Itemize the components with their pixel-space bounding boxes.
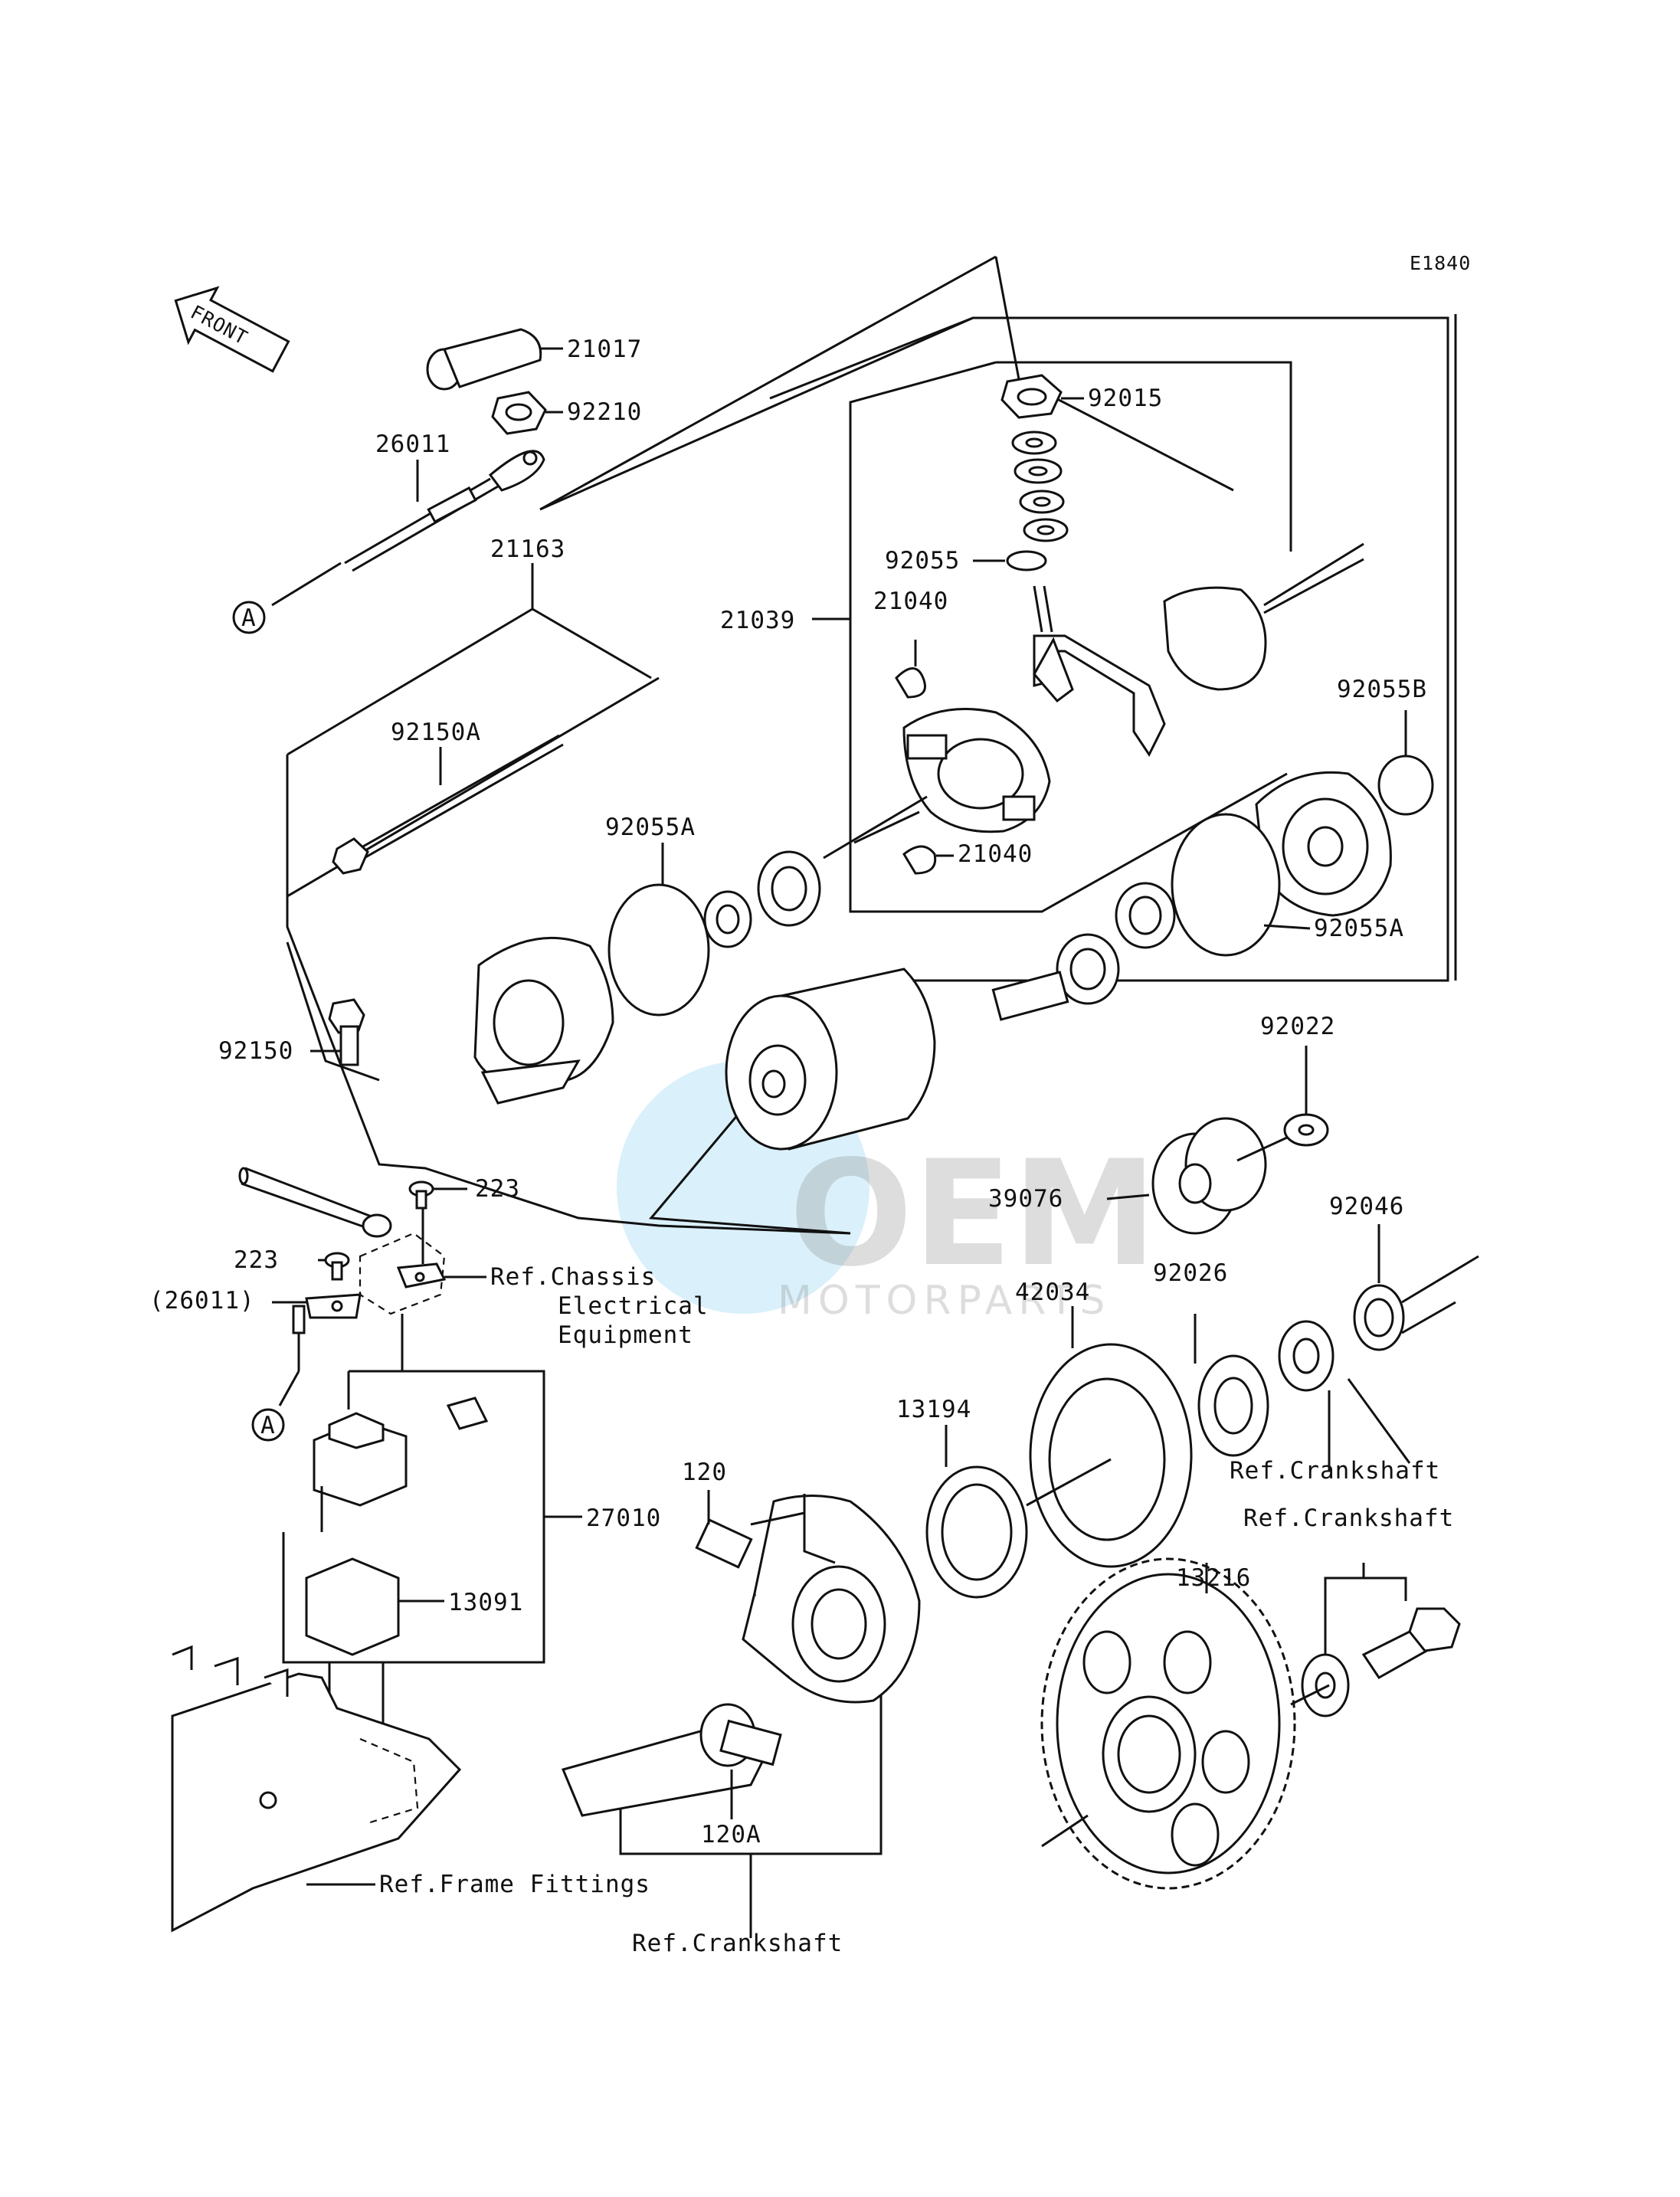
oring-92055B xyxy=(1377,755,1434,816)
callout-labels: 21017 92210 26011 21163 92015 92055 2103… xyxy=(149,336,1427,1848)
one-way-clutch-13194 xyxy=(925,1425,1112,1599)
screw-223-top xyxy=(408,1180,467,1264)
label-92022: 92022 xyxy=(1260,1013,1335,1040)
frame-bracket xyxy=(171,1645,462,1933)
connector-a-label: A xyxy=(241,604,257,632)
clutch-housing-42034 xyxy=(1029,1306,1193,1568)
crank-bolt-washer xyxy=(1290,1563,1461,1717)
front-cover xyxy=(473,936,614,1105)
connector-a-label-2: A xyxy=(260,1412,276,1439)
gear-13216 xyxy=(1040,1557,1296,1890)
chassis-harness xyxy=(238,1167,486,1410)
bolt-92150A xyxy=(332,734,564,875)
starter-motor xyxy=(725,968,1069,1151)
label-92055B: 92055B xyxy=(1337,676,1427,703)
oring-92055A-right xyxy=(1171,813,1281,957)
label-120A: 120A xyxy=(701,1821,761,1848)
label-13091: 13091 xyxy=(448,1589,523,1616)
bolt-120 xyxy=(695,1490,836,1569)
spring-21040-bottom xyxy=(902,845,954,875)
brush-holder xyxy=(853,708,1051,844)
nut-92015-stack xyxy=(973,374,1084,571)
bearing-left xyxy=(703,795,928,948)
rear-cover xyxy=(1255,771,1392,917)
idler-gear-39076 xyxy=(1106,1117,1288,1235)
label-13216: 13216 xyxy=(1176,1564,1251,1592)
label-26011-ref: (26011) xyxy=(149,1287,255,1315)
clutch-body xyxy=(742,1495,921,1704)
screw-223-bottom xyxy=(318,1252,350,1281)
bolt-92150 xyxy=(310,998,365,1066)
ref-crankshaft-upper: Ref.Crankshaft xyxy=(1230,1457,1440,1485)
spacer xyxy=(1278,1320,1411,1471)
label-92055A-right: 92055A xyxy=(1314,915,1404,942)
label-92015: 92015 xyxy=(1088,385,1163,412)
label-120: 120 xyxy=(682,1459,727,1486)
label-223-bottom: 223 xyxy=(234,1246,279,1274)
oring-92055A-left xyxy=(607,883,710,1017)
label-39076: 39076 xyxy=(988,1185,1063,1213)
label-13194: 13194 xyxy=(896,1396,971,1423)
label-21017: 21017 xyxy=(567,336,642,363)
ref-chassis-1: Ref.Chassis xyxy=(490,1263,656,1291)
ref-frame-fittings: Ref.Frame Fittings xyxy=(379,1871,650,1898)
bearing-right xyxy=(1056,882,1176,1005)
connector-a-icon-2 xyxy=(251,1408,285,1442)
label-92046: 92046 xyxy=(1329,1193,1404,1220)
nut-92210 xyxy=(491,391,563,435)
label-92055A-left: 92055A xyxy=(605,814,696,841)
connector-a-icon xyxy=(232,601,266,634)
label-42034: 42034 xyxy=(1015,1279,1090,1306)
terminal-26011b: A xyxy=(251,1293,362,1442)
spring-21040-top xyxy=(895,640,926,699)
end-cover xyxy=(1163,542,1364,691)
cap-21017 xyxy=(426,328,563,391)
reference-labels: Ref.Chassis Electrical Equipment Ref.Cra… xyxy=(379,1263,1454,1957)
ref-crankshaft-right: Ref.Crankshaft xyxy=(1243,1505,1454,1532)
label-92150A: 92150A xyxy=(391,719,481,746)
label-21040-bottom: 21040 xyxy=(958,840,1033,868)
diagram-code: E1840 xyxy=(1410,252,1471,274)
watermark-brand: OEM xyxy=(789,1129,1157,1298)
bolt-120A xyxy=(719,1719,782,1819)
label-92055: 92055 xyxy=(885,547,960,575)
label-92210: 92210 xyxy=(567,398,642,426)
label-21163: 21163 xyxy=(490,535,565,563)
frame-lines xyxy=(282,255,1457,1938)
label-26011: 26011 xyxy=(375,431,450,458)
label-223-top: 223 xyxy=(475,1175,520,1203)
starter-relay-27010 xyxy=(313,1396,489,1532)
front-arrow-icon: FRONT xyxy=(174,286,290,373)
ref-crankshaft-bottom: Ref.Crankshaft xyxy=(632,1930,843,1957)
ref-chassis-2: Electrical xyxy=(558,1292,709,1320)
relay-cover-13091 xyxy=(305,1557,444,1731)
brush-terminal xyxy=(1033,585,1166,757)
needle-bearing-92046 xyxy=(1353,1224,1479,1351)
label-92150: 92150 xyxy=(218,1037,293,1065)
watermark-sub: MOTORPARTS xyxy=(778,1278,1111,1324)
label-21039: 21039 xyxy=(720,607,795,634)
label-92026: 92026 xyxy=(1153,1259,1228,1287)
ref-chassis-3: Equipment xyxy=(558,1321,693,1349)
washer-92022 xyxy=(1283,1046,1329,1147)
lead-26011: A xyxy=(232,450,545,634)
washer-92026 xyxy=(1194,1314,1269,1457)
label-21040-top: 21040 xyxy=(873,588,948,615)
label-27010: 27010 xyxy=(586,1505,661,1532)
parts: A xyxy=(171,328,1479,1933)
